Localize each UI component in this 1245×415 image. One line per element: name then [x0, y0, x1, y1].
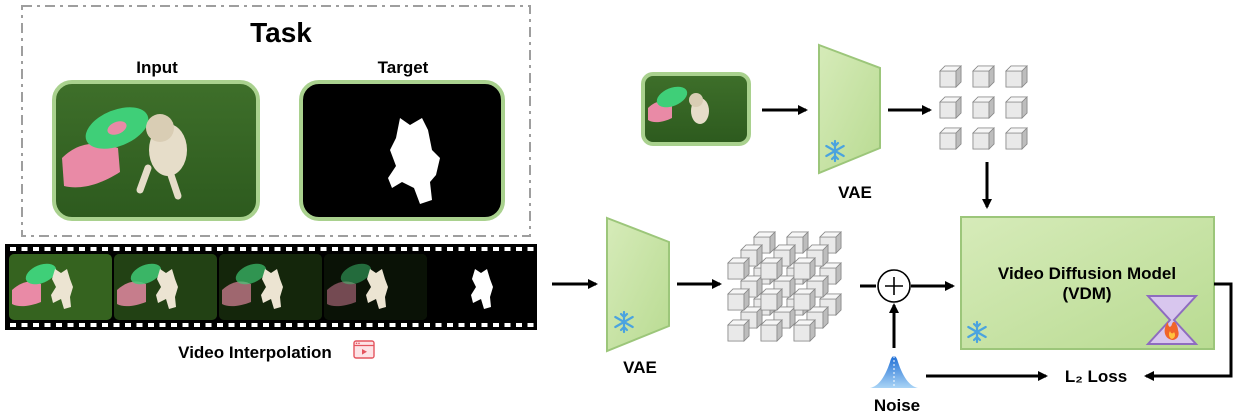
film-frame	[219, 254, 322, 320]
vae-bottom	[606, 216, 670, 353]
noise-label: Noise	[874, 396, 920, 415]
latent-cube-cell	[1005, 96, 1028, 119]
latent-cube-cell	[1005, 65, 1028, 88]
latent-cube-cell	[972, 96, 995, 119]
latent-cube	[727, 231, 842, 342]
film-frame	[324, 254, 427, 320]
vdm-subtitle: (VDM)	[1062, 284, 1111, 303]
task-box	[21, 5, 531, 237]
latent-cube-cell	[972, 127, 995, 150]
latent-cube-cell	[760, 288, 783, 311]
latent-cube-cell	[972, 65, 995, 88]
latent-grid-top	[939, 65, 1028, 150]
latent-cube-cell	[760, 257, 783, 280]
latent-cube-cell	[760, 319, 783, 342]
latent-cube-cell	[1005, 127, 1028, 150]
film-frame	[9, 254, 112, 320]
vdm-title: Video Diffusion Model	[998, 264, 1176, 283]
latent-cube-cell	[793, 257, 816, 280]
latent-cube-cell	[727, 319, 750, 342]
film-frame	[114, 254, 217, 320]
vae-top	[818, 43, 881, 175]
latent-cube-cell	[939, 65, 962, 88]
film-frame	[429, 254, 532, 320]
flame-hourglass-icon	[1145, 295, 1199, 345]
latent-cube-cell	[727, 288, 750, 311]
input-image	[52, 80, 260, 221]
noise-icon	[870, 356, 918, 388]
latent-cube-cell	[793, 288, 816, 311]
target-mask-image	[299, 80, 505, 221]
target-label: Target	[378, 58, 429, 77]
latent-cube-cell	[939, 96, 962, 119]
vae-bottom-label: VAE	[623, 358, 657, 377]
sum-node	[877, 269, 911, 303]
film-strip	[5, 244, 537, 330]
task-title: Task	[250, 17, 312, 48]
latent-cube-cell	[939, 127, 962, 150]
top-input-thumbnail	[641, 72, 751, 146]
input-label: Input	[136, 58, 178, 77]
latent-cube-cell	[727, 257, 750, 280]
latent-cube-cell	[793, 319, 816, 342]
arrow-vdm-to-loss	[1144, 282, 1233, 381]
video-player-icon	[353, 340, 375, 359]
video-interpolation-caption: Video Interpolation	[178, 343, 332, 362]
loss-label: L₂ Loss	[1065, 367, 1127, 386]
vae-top-label: VAE	[838, 183, 872, 202]
